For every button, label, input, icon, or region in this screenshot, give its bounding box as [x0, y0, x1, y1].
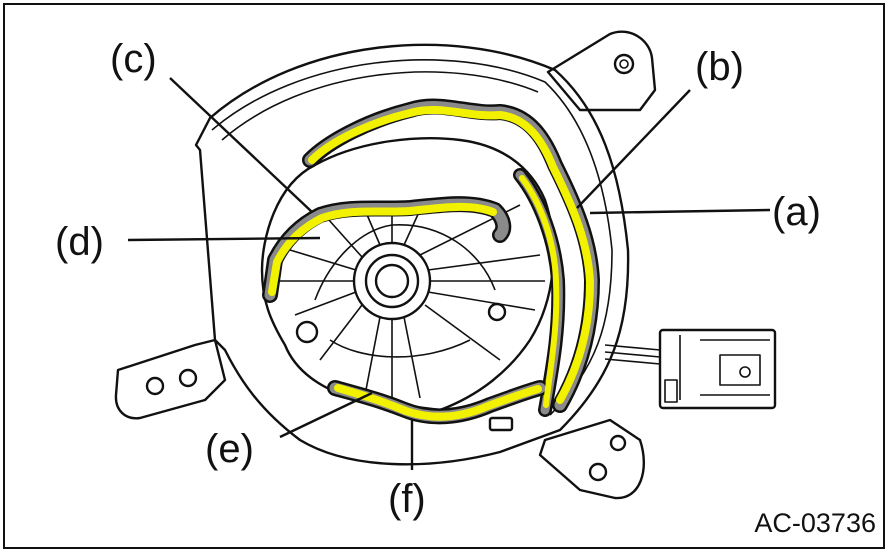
bracket-hole-left-1 — [145, 376, 165, 396]
highlight-b — [308, 106, 594, 404]
bracket-hole-bottom-right-2 — [609, 434, 627, 452]
leader-d — [127, 236, 321, 242]
label-a: (a) — [772, 190, 821, 234]
leader-c — [169, 77, 313, 213]
figure-frame — [3, 3, 885, 549]
bracket-left — [114, 338, 227, 420]
bracket-hole-left-2 — [178, 368, 198, 388]
fan-hub-mid — [364, 253, 420, 309]
screw-hole-right — [487, 302, 507, 322]
bracket-top-right — [546, 30, 657, 112]
figure-code: AC-03736 — [754, 508, 876, 538]
label-e: (e) — [205, 427, 254, 471]
bracket-bottom-right — [538, 418, 645, 500]
fan-hub-inner — [374, 263, 410, 299]
label-c: (c) — [110, 37, 157, 81]
housing-rim-inner — [221, 71, 539, 141]
label-b: (b) — [695, 45, 744, 89]
leader-e — [279, 391, 373, 439]
screw-hole-left — [295, 320, 319, 344]
bracket-hole-top-right — [613, 53, 635, 75]
bracket-hole-bottom-right — [588, 462, 608, 482]
highlight-a — [519, 175, 560, 408]
wire-harness — [604, 344, 661, 365]
label-f: (f) — [388, 477, 426, 521]
housing-shell — [194, 43, 630, 466]
housing-rim — [211, 59, 613, 416]
label-d: (d) — [55, 220, 104, 264]
connector-body — [658, 328, 777, 410]
small-tab — [488, 416, 514, 432]
highlight-ef — [334, 384, 542, 421]
leader-a — [589, 208, 771, 215]
leader-b — [576, 89, 691, 209]
